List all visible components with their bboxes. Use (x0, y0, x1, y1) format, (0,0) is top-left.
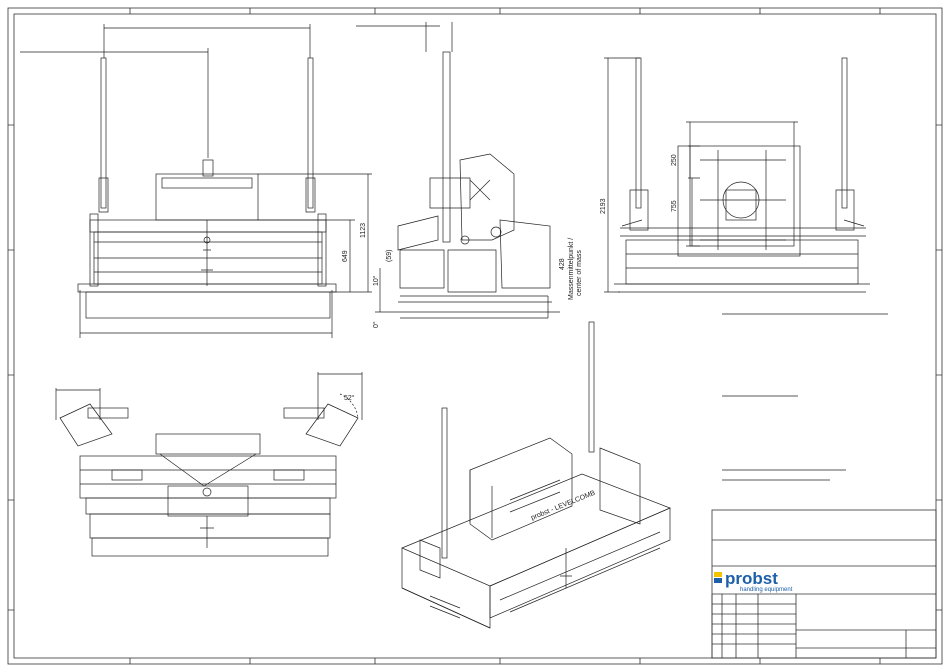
logo-mark-blue (714, 578, 722, 583)
dim-top-swivel-angle: 52° (344, 394, 355, 402)
note-lines (722, 314, 888, 480)
dim-rear-height-total: 2193 (600, 198, 607, 214)
label-center-of-mass-de: Massenmittelpunkt / (568, 238, 575, 300)
label-center-of-mass-en: center of mass (576, 250, 583, 296)
dim-side-angle-top: 10° (372, 275, 380, 286)
machine-badge: probst - LEVELCOMB (530, 490, 596, 522)
dim-side-offset: (59) (386, 250, 393, 262)
front-view (20, 24, 372, 338)
dim-rear-plate-lower: 755 (671, 200, 678, 212)
dim-rear-plate-upper: 250 (671, 154, 678, 166)
dim-front-height-lower: 649 (342, 250, 349, 262)
logo-mark-yellow (714, 572, 722, 577)
dim-side-angle-bottom: 0° (372, 321, 380, 328)
isometric-view (402, 322, 670, 628)
dim-front-height-total: 1123 (360, 223, 367, 238)
rear-view (604, 58, 870, 292)
probst-logo: probst handling equipment (714, 569, 793, 593)
dim-side-cg-height: 428 (559, 258, 566, 270)
side-view (356, 22, 560, 318)
top-view (56, 372, 362, 556)
logo-tagline: handling equipment (740, 587, 793, 593)
logo-brand-text: probst (725, 569, 778, 588)
